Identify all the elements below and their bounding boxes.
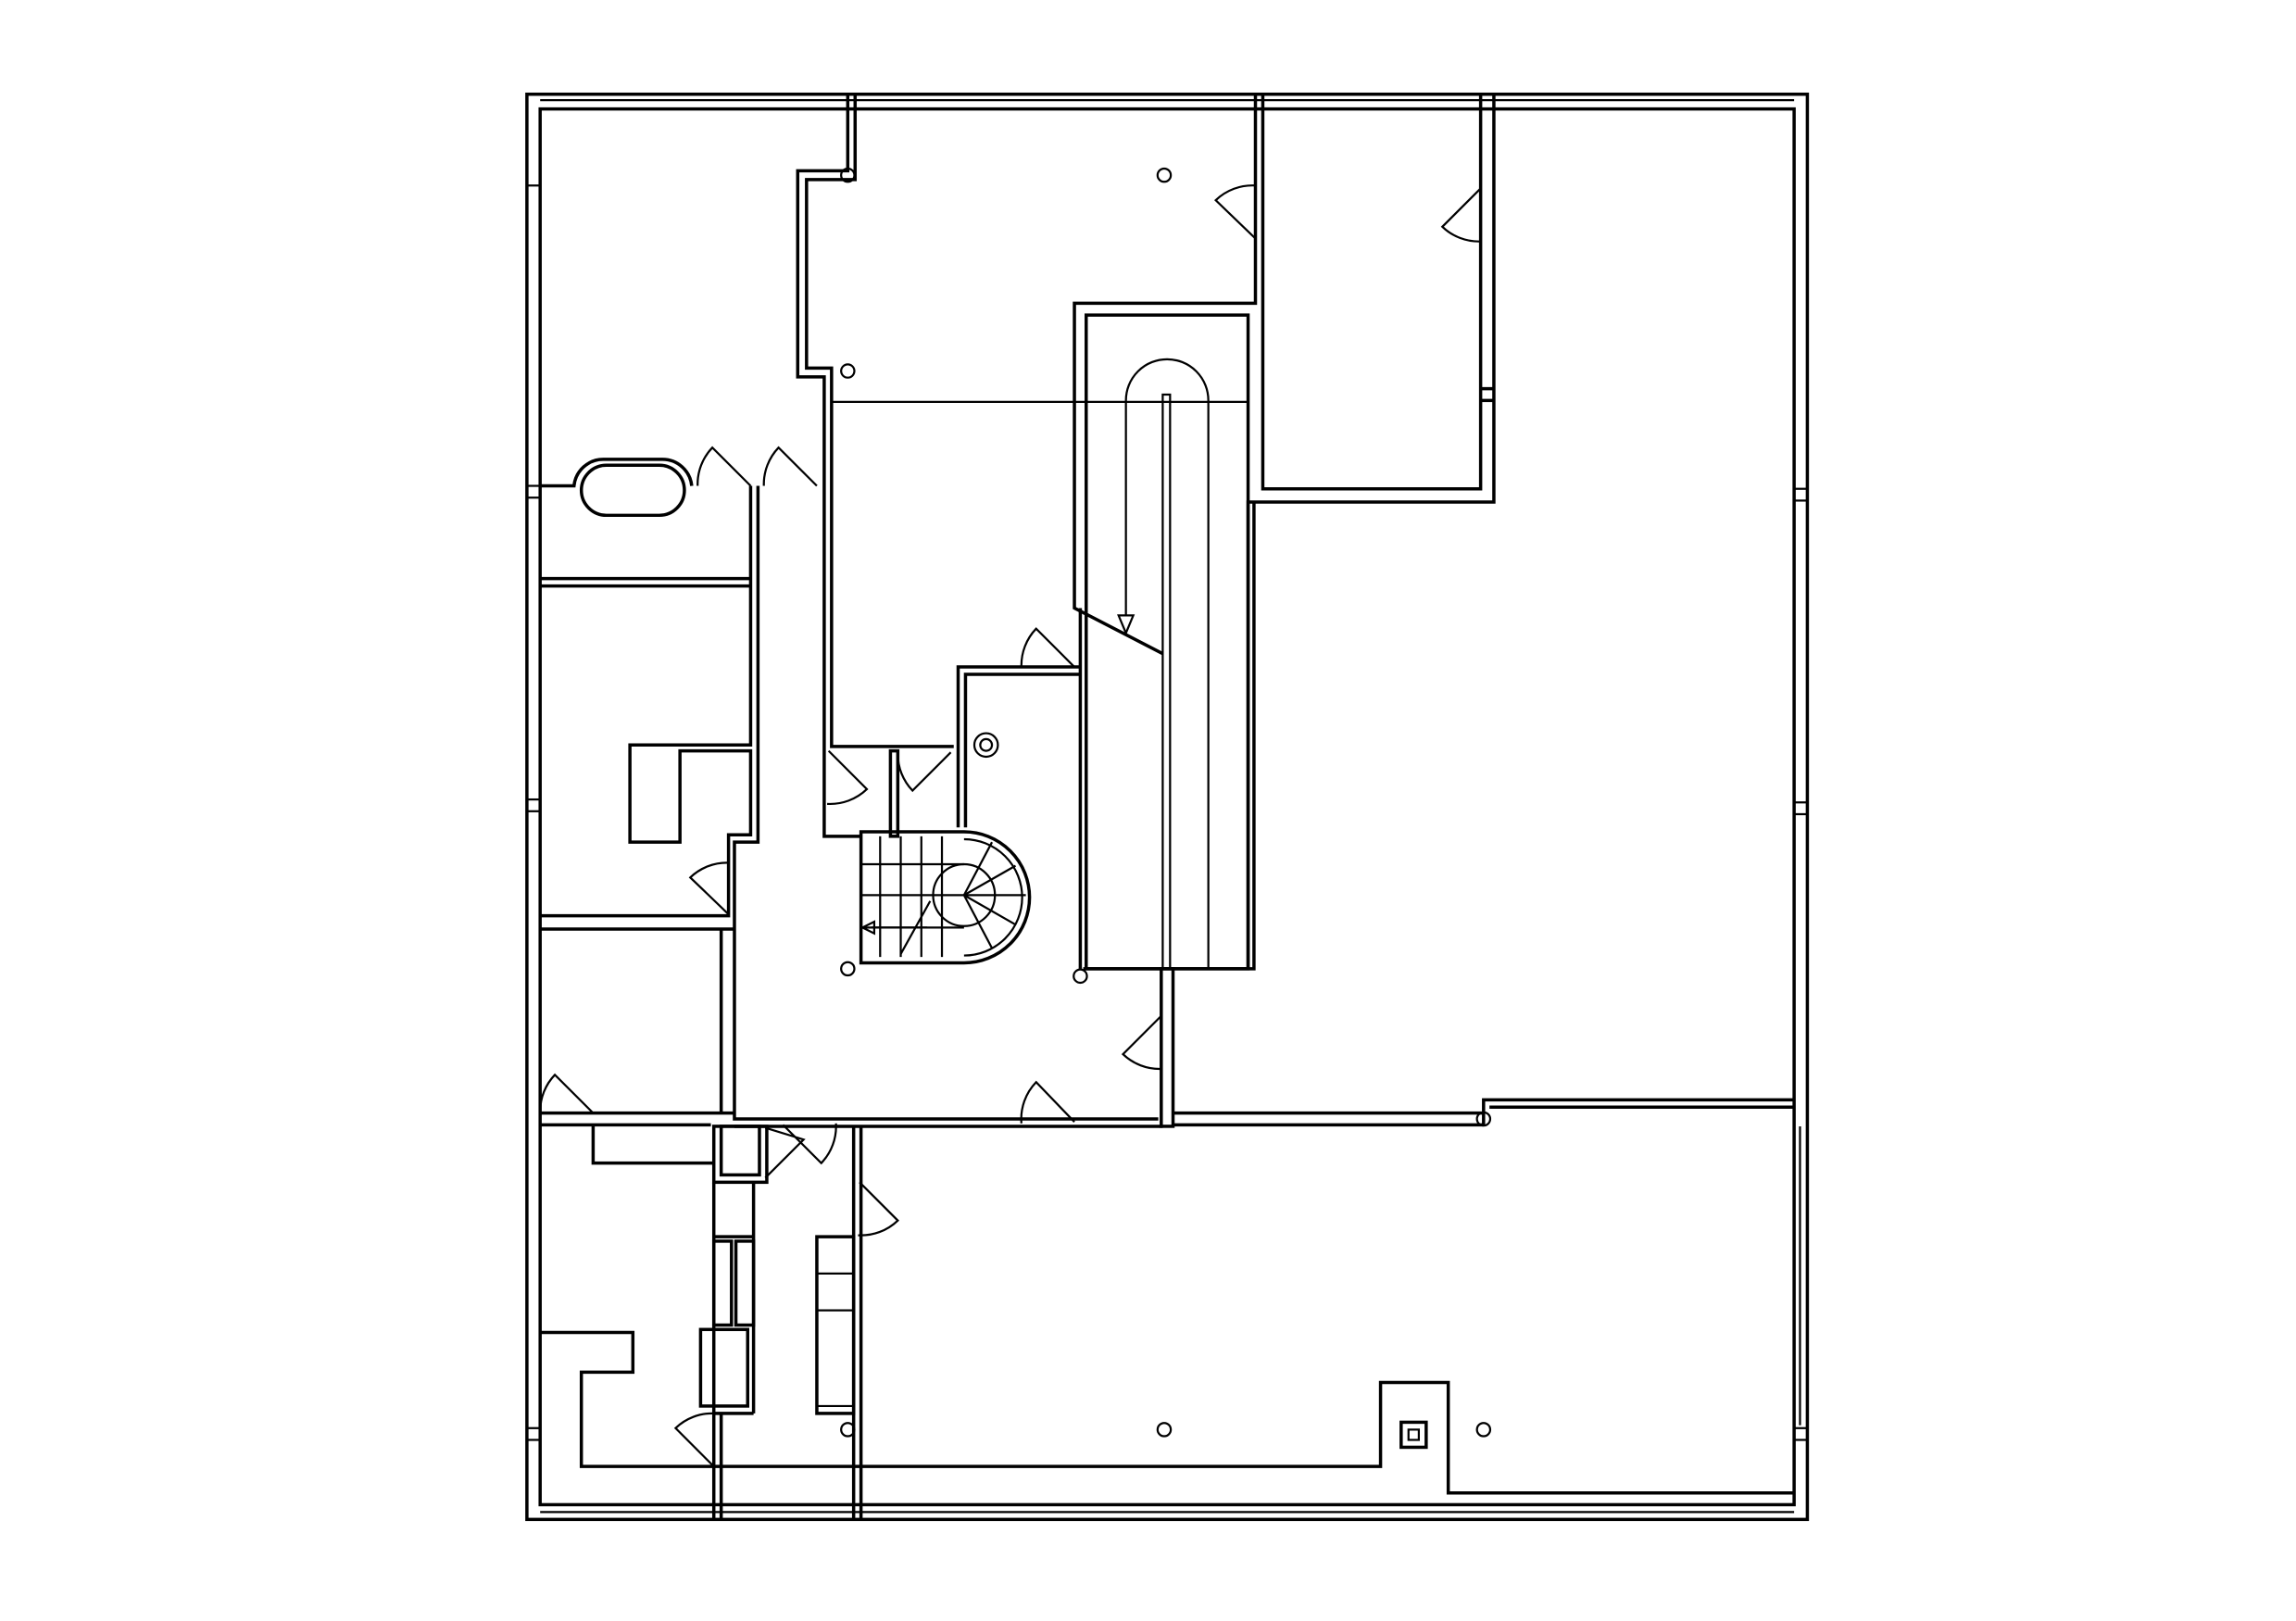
- bathtub: [540, 458, 694, 518]
- chimney-flue: [1399, 1420, 1428, 1450]
- columns: [840, 167, 1492, 1438]
- exterior-walls: [525, 92, 1810, 1522]
- interior-walls: [540, 94, 1795, 1520]
- spiral-staircase: [859, 830, 1032, 965]
- doors: [539, 184, 1482, 1467]
- ramp: [1117, 358, 1210, 970]
